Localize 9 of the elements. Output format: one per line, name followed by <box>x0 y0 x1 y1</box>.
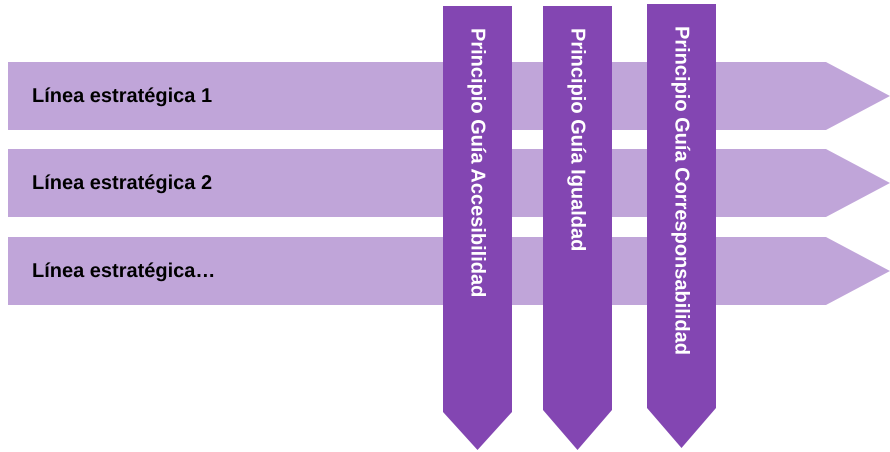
arrow-band <box>443 6 512 450</box>
arrow-band <box>647 4 716 448</box>
band-label: Línea estratégica 2 <box>32 173 212 193</box>
band-label: Principio Guía Igualdad <box>568 28 588 252</box>
band-label: Línea estratégica… <box>32 261 216 281</box>
arrow-band <box>543 6 612 450</box>
band-label: Principio Guía Corresponsabilidad <box>672 26 692 355</box>
band-label: Línea estratégica 1 <box>32 86 212 106</box>
band-label: Principio Guía Accesibilidad <box>468 28 488 298</box>
